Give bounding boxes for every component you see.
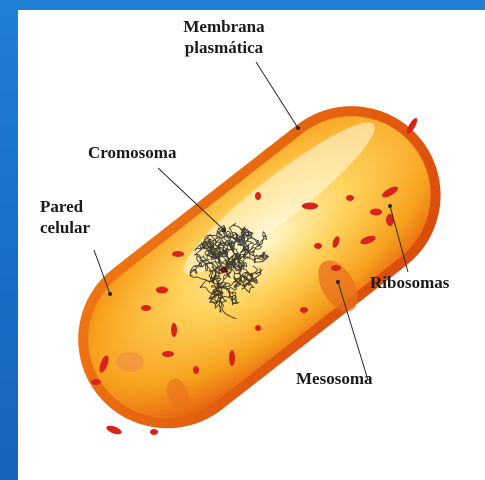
diagram-canvas: Membrana plasmática Cromosoma Pared celu… xyxy=(18,10,485,480)
label-pared-celular: Pared celular xyxy=(40,196,90,238)
label-membrana-plasmatica: Membrana plasmática xyxy=(164,16,284,58)
label-ribosomas: Ribosomas xyxy=(370,272,449,293)
label-pared-line1: Pared xyxy=(40,196,90,217)
vesicle xyxy=(116,352,144,372)
label-mesosoma: Mesosoma xyxy=(296,368,372,389)
label-membrana-line1: Membrana xyxy=(164,16,284,37)
label-membrana-line2: plasmática xyxy=(164,37,284,58)
label-pared-line2: celular xyxy=(40,217,90,238)
label-cromosoma: Cromosoma xyxy=(88,142,176,163)
bacterium-illustration xyxy=(18,10,485,480)
